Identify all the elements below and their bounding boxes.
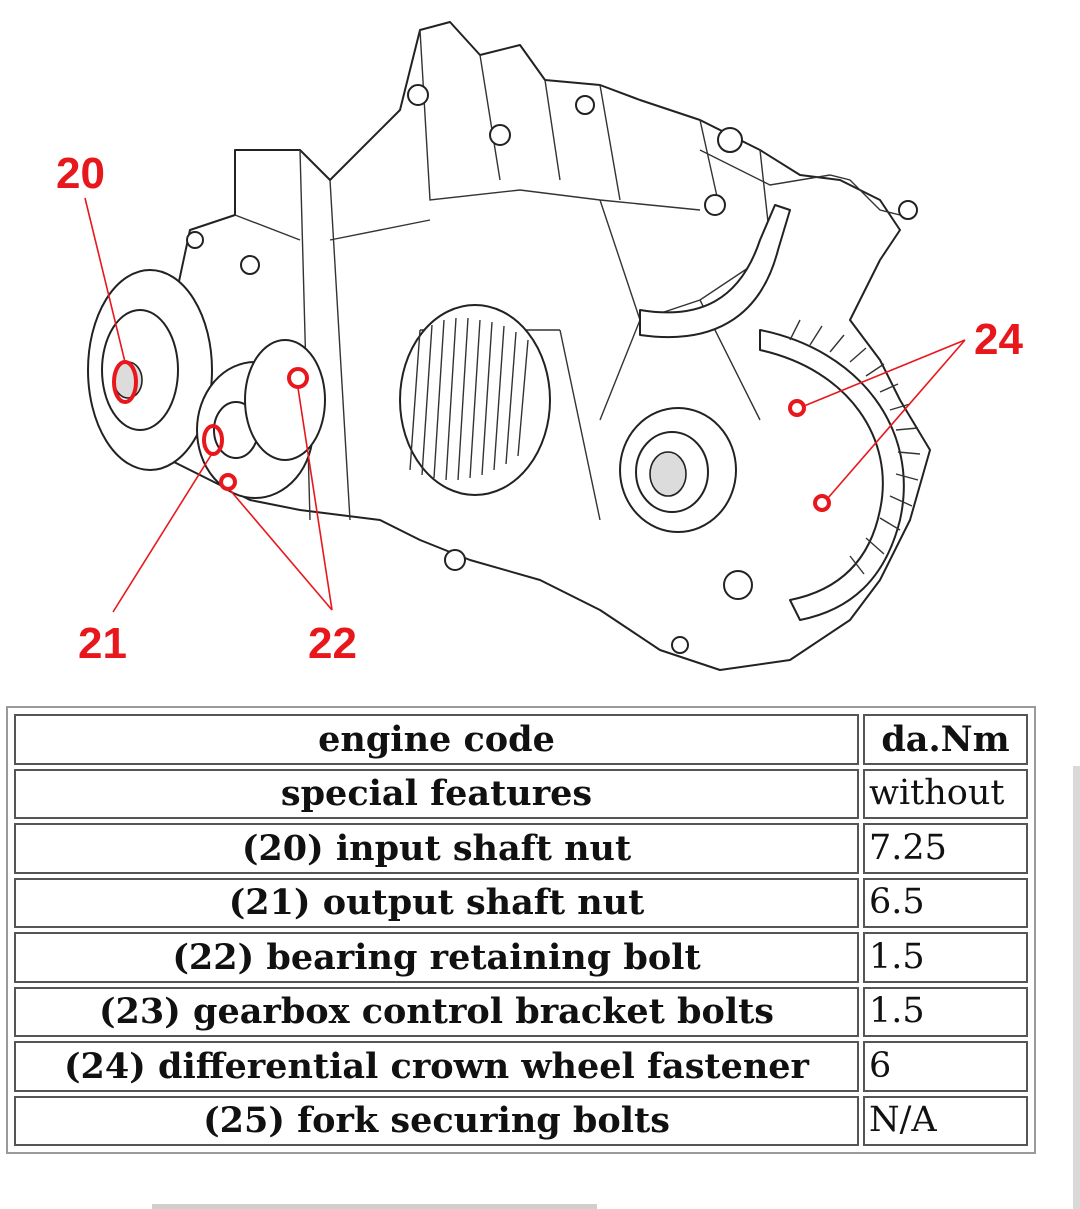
- table-row: (22) bearing retaining bolt 1.5: [14, 932, 1028, 983]
- shift-rod-end: [898, 200, 918, 220]
- row-value: 1.5: [863, 986, 1028, 1037]
- leader-24b: [827, 339, 966, 499]
- row-label: (21) output shaft nut: [14, 877, 859, 928]
- leader-22b: [229, 489, 333, 611]
- row-value: 1.5: [863, 932, 1028, 983]
- differential-bearing-core: [649, 451, 687, 497]
- row-value: 7.25: [863, 823, 1028, 874]
- row-label: special features: [14, 768, 859, 819]
- bolt: [407, 84, 429, 106]
- row-value: 6.5: [863, 877, 1028, 928]
- housing-ribs: [234, 29, 771, 521]
- shift-linkage: [639, 204, 791, 339]
- gearbox-diagram: 20 21 22 24: [56, 21, 1023, 671]
- table-row: special features without: [14, 768, 1028, 819]
- table-row: (20) input shaft nut 7.25: [14, 823, 1028, 874]
- bolt: [671, 636, 689, 654]
- marker-24a: [788, 399, 806, 417]
- bolt: [717, 127, 743, 153]
- table-header-row: engine code da.Nm: [14, 714, 1028, 765]
- row-label: (22) bearing retaining bolt: [14, 932, 859, 983]
- bolt: [444, 549, 466, 571]
- row-value: 6: [863, 1041, 1028, 1092]
- bolt: [704, 194, 726, 216]
- bolt: [723, 570, 753, 600]
- crown-wheel: [759, 329, 905, 621]
- bottom-divider: [152, 1204, 597, 1209]
- marker-24b: [813, 494, 831, 512]
- header-engine-code: engine code: [14, 714, 859, 765]
- row-label: (25) fork securing bolts: [14, 1095, 859, 1146]
- crown-wheel-teeth: [789, 319, 921, 575]
- callout-24: 24: [974, 315, 1023, 364]
- torque-table-container: engine code da.Nm special features witho…: [6, 706, 1036, 1154]
- row-label: (20) input shaft nut: [14, 823, 859, 874]
- bolt: [575, 95, 595, 115]
- vertical-scrollbar[interactable]: [1073, 766, 1080, 1209]
- marker-22b: [219, 473, 237, 491]
- rear-gear: [244, 339, 326, 461]
- table-row: (25) fork securing bolts N/A: [14, 1095, 1028, 1146]
- leader-22a: [297, 387, 333, 611]
- callout-20: 20: [56, 149, 105, 198]
- leader-24a: [803, 339, 966, 407]
- bolt: [240, 255, 260, 275]
- table-row: (23) gearbox control bracket bolts 1.5: [14, 986, 1028, 1037]
- callout-21: 21: [78, 619, 127, 668]
- center-gear-teeth: [409, 317, 529, 481]
- bolt: [489, 124, 511, 146]
- row-label: (23) gearbox control bracket bolts: [14, 986, 859, 1037]
- table-row: (21) output shaft nut 6.5: [14, 877, 1028, 928]
- row-value: without: [863, 768, 1028, 819]
- leader-20: [84, 197, 126, 363]
- bolt: [186, 231, 204, 249]
- torque-table: engine code da.Nm special features witho…: [10, 710, 1032, 1150]
- row-label: (24) differential crown wheel fastener: [14, 1041, 859, 1092]
- marker-21: [202, 424, 224, 456]
- marker-22a: [287, 367, 309, 389]
- row-value: N/A: [863, 1095, 1028, 1146]
- table-row: (24) differential crown wheel fastener 6: [14, 1041, 1028, 1092]
- header-unit: da.Nm: [863, 714, 1028, 765]
- leader-21: [112, 451, 214, 613]
- shift-rod: [699, 149, 901, 216]
- callout-22: 22: [308, 619, 357, 668]
